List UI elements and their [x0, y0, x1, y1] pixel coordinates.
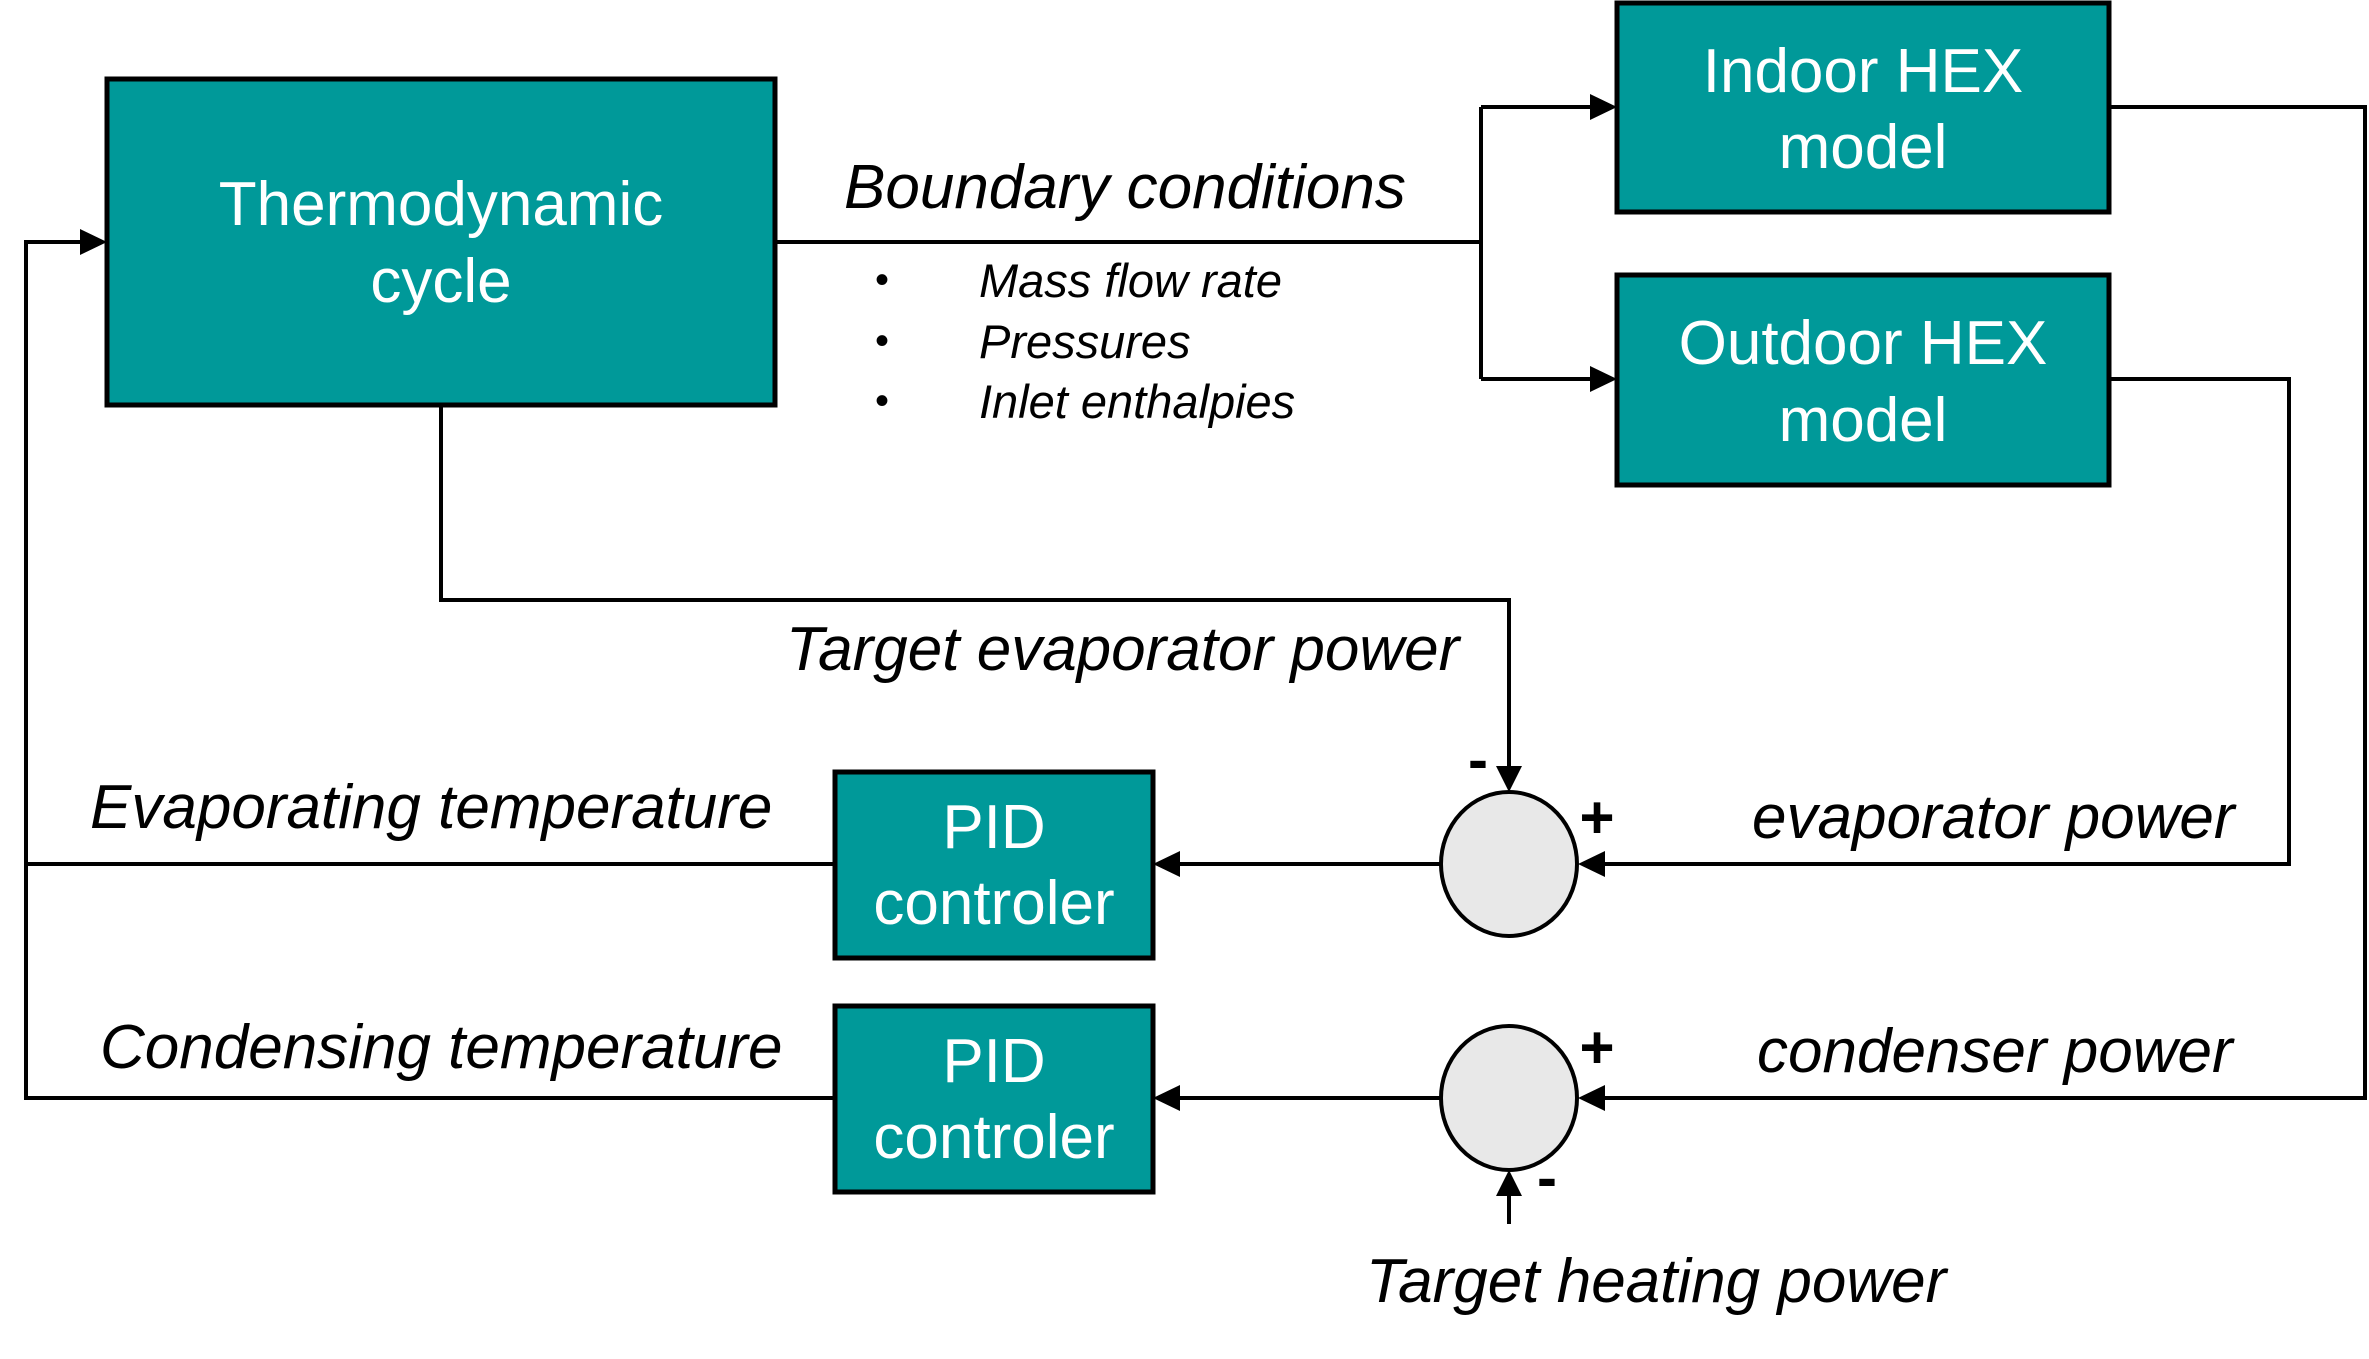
boundary-item-inlet-enthalpies: Inlet enthalpies — [979, 375, 1295, 428]
target-evaporator-power-label: Target evaporator power — [786, 615, 1462, 684]
junction2-minus-sign: - — [1537, 1144, 1557, 1211]
evaporator-power-arrow-icon — [1578, 851, 1605, 877]
pid-cond-label-line1: PID — [942, 1027, 1045, 1096]
outdoor-hex-block: Outdoor HEX model — [1614, 272, 2112, 488]
pid-evap-input-arrow-icon — [1153, 851, 1180, 877]
bullet-icon: • — [875, 379, 889, 423]
target-heating-power-label: Target heating power — [1366, 1247, 1949, 1316]
pid-evaporator-block: PID controler — [832, 769, 1156, 961]
condenser-power-label: condenser power — [1757, 1017, 2235, 1086]
bullet-icon: • — [875, 258, 889, 302]
pid-evap-label-line1: PID — [942, 793, 1045, 862]
target-evaporator-power-wire — [439, 405, 1511, 766]
indoor-label-line1: Indoor HEX — [1703, 37, 2024, 106]
condenser-power-arrow-icon — [1578, 1085, 1605, 1111]
evaporator-summing-junction: - + — [1439, 726, 1615, 938]
boundary-conditions-title: Boundary conditions — [844, 153, 1406, 222]
condenser-summing-junction: + - — [1439, 1014, 1615, 1211]
thermo-label-line1: Thermodynamic — [219, 170, 663, 239]
boundary-item-mass-flow: Mass flow rate — [979, 254, 1282, 307]
indoor-input-arrow-icon — [1590, 94, 1617, 120]
target-heating-power-arrow-icon — [1496, 1170, 1522, 1196]
outdoor-label-line1: Outdoor HEX — [1679, 309, 2048, 378]
outdoor-label-line2: model — [1779, 386, 1948, 455]
bullet-icon: • — [875, 319, 889, 363]
thermo-label-line2: cycle — [370, 247, 511, 316]
condensing-temperature-wire — [24, 240, 835, 1100]
boundary-item-pressures: Pressures — [979, 315, 1191, 368]
target-evaporator-power-arrow-icon — [1496, 766, 1522, 792]
pid-cond-label-line2: controler — [873, 1103, 1114, 1172]
condenser-power-wire — [1605, 105, 2367, 1100]
evaporator-power-label: evaporator power — [1752, 783, 2237, 852]
thermodynamic-cycle-block: Thermodynamic cycle — [104, 76, 778, 408]
junction1-plus-sign: + — [1579, 784, 1614, 851]
pid-cond-input-arrow-icon — [1153, 1085, 1180, 1111]
outdoor-input-arrow-icon — [1590, 366, 1617, 392]
indoor-label-line2: model — [1779, 113, 1948, 182]
pid-evap-label-line2: controler — [873, 869, 1114, 938]
junction2-plus-sign: + — [1579, 1014, 1614, 1081]
thermo-input-arrow-icon — [80, 229, 107, 255]
pid-condenser-block: PID controler — [832, 1003, 1156, 1195]
condensing-temperature-label: Condensing temperature — [100, 1013, 782, 1082]
evaporator-power-wire — [1605, 377, 2291, 866]
junction1-minus-sign: - — [1468, 726, 1488, 793]
evaporating-temperature-label: Evaporating temperature — [90, 773, 772, 842]
indoor-hex-block: Indoor HEX model — [1614, 0, 2112, 215]
